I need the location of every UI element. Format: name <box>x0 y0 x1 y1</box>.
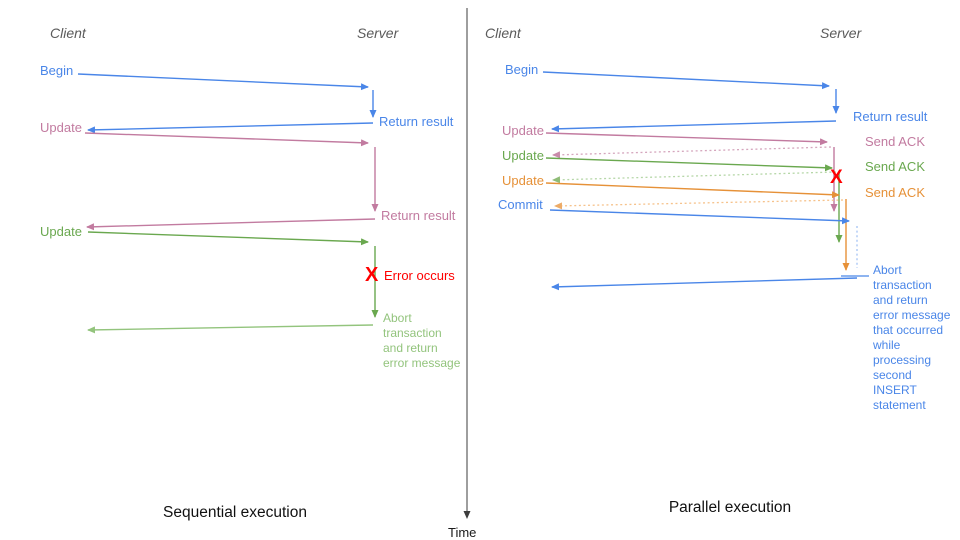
par-return-result-label: Return result <box>853 109 928 124</box>
seq-abort-message-label: Abort transaction and return error messa… <box>383 311 461 370</box>
seq-begin-label: Begin <box>40 63 74 78</box>
par-commit-label: Commit <box>498 197 543 212</box>
seq-error-occurs-label: Error occurs <box>384 268 455 283</box>
par-send-ack-3-label: Send ACK <box>865 185 925 200</box>
par-update-3-request-arrow <box>545 182 840 199</box>
par-client-lifeline-label: Client <box>485 25 521 41</box>
par-send-ack-2-label: Send ACK <box>865 159 925 174</box>
par-update-1-request-arrow <box>545 132 828 146</box>
par-return-result-arrow <box>551 120 837 133</box>
par-update-2-request-arrow <box>545 157 833 172</box>
seq-return-result-2-label: Return result <box>381 208 456 223</box>
seq-error-x-icon: X <box>365 264 379 286</box>
time-axis-label: Time <box>448 525 477 540</box>
seq-return-result-1-label: Return result <box>379 114 454 129</box>
seq-server-lifeline-label: Server <box>357 25 399 41</box>
par-abort-message-label: Abort transaction and return error messa… <box>873 263 951 412</box>
seq-panel-title: Sequential execution <box>163 504 307 521</box>
seq-update-1-request-arrow <box>84 132 369 147</box>
seq-abort-return-arrow <box>87 324 374 334</box>
seq-return-result-1-arrow <box>87 122 374 134</box>
par-begin-label: Begin <box>505 62 539 77</box>
par-error-x-icon: X <box>830 167 843 188</box>
seq-update-1-label: Update <box>40 120 82 135</box>
par-update-3-label: Update <box>502 173 544 188</box>
par-send-ack-3-dotted-arrow <box>554 199 844 210</box>
par-send-ack-2-dotted-arrow <box>552 171 837 184</box>
par-abort-return-arrow <box>551 277 858 291</box>
seq-client-lifeline-label: Client <box>50 25 86 41</box>
seq-update-2-label: Update <box>40 224 82 239</box>
par-update-1-label: Update <box>502 123 544 138</box>
seq-return-result-2-arrow <box>86 218 376 231</box>
par-begin-request-arrow <box>542 71 830 90</box>
par-panel-title: Parallel execution <box>668 499 792 516</box>
par-commit-request-arrow <box>549 209 850 225</box>
par-send-ack-1-label: Send ACK <box>865 134 925 149</box>
par-server-lifeline-label: Server <box>820 25 862 41</box>
seq-begin-request-arrow <box>77 73 369 91</box>
par-update-2-label: Update <box>502 148 544 163</box>
seq-update-2-request-arrow <box>87 231 369 246</box>
par-send-ack-1-dotted-arrow <box>552 146 832 159</box>
